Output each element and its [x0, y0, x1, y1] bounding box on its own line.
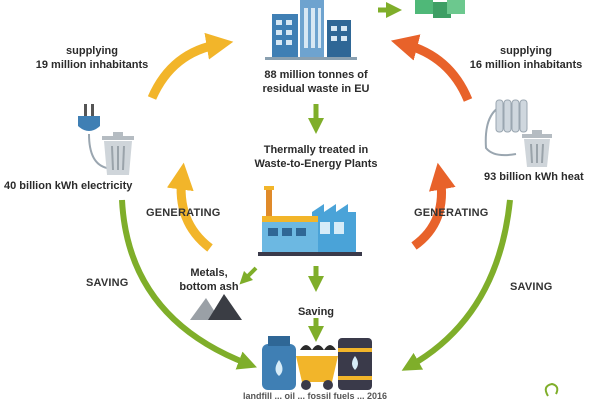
residual-waste-label: 88 million tonnes of residual waste in E… [262, 69, 370, 95]
right-saving-label: SAVING [510, 281, 553, 293]
recycling-bins-icon [378, 0, 465, 19]
supplying-arrow-left [147, 32, 234, 100]
left-generating-label: GENERATING [146, 207, 221, 219]
bottom-caption-fragment: landfill ... oil ... fossil fuels ... 20… [242, 392, 388, 400]
saving-label: Saving [297, 306, 335, 318]
heat-label: 93 billion kWh heat [484, 171, 584, 183]
saving-arrow-right [401, 199, 513, 371]
treatment-label: Thermally treated in Waste-to-Energy Pla… [254, 144, 378, 170]
generating-arrow-right [411, 162, 456, 250]
saving-arrow-left [119, 199, 257, 370]
center-flow-arrows [239, 104, 325, 343]
ash-pile-icon [190, 294, 242, 320]
trash-bin-icon [102, 132, 134, 175]
generating-arrow-left [166, 162, 213, 252]
radiator-icon [484, 99, 528, 157]
electricity-label: 40 billion kWh electricity [4, 180, 133, 192]
trash-bin-icon [522, 130, 552, 167]
power-plug-icon [78, 104, 108, 169]
right-supplying-label: supplying 16 million inhabitants [469, 45, 583, 71]
left-supplying-label: supplying 19 million inhabitants [35, 45, 149, 71]
fuel-barrels-icon [262, 336, 372, 390]
supplying-arrow-right [390, 34, 473, 102]
logo-swirl-icon [544, 382, 559, 397]
right-generating-label: GENERATING [414, 207, 489, 219]
left-saving-label: SAVING [86, 277, 129, 289]
factory-icon [258, 186, 362, 256]
metals-ash-label: Metals, bottom ash [179, 267, 239, 293]
city-buildings-icon [265, 0, 357, 60]
